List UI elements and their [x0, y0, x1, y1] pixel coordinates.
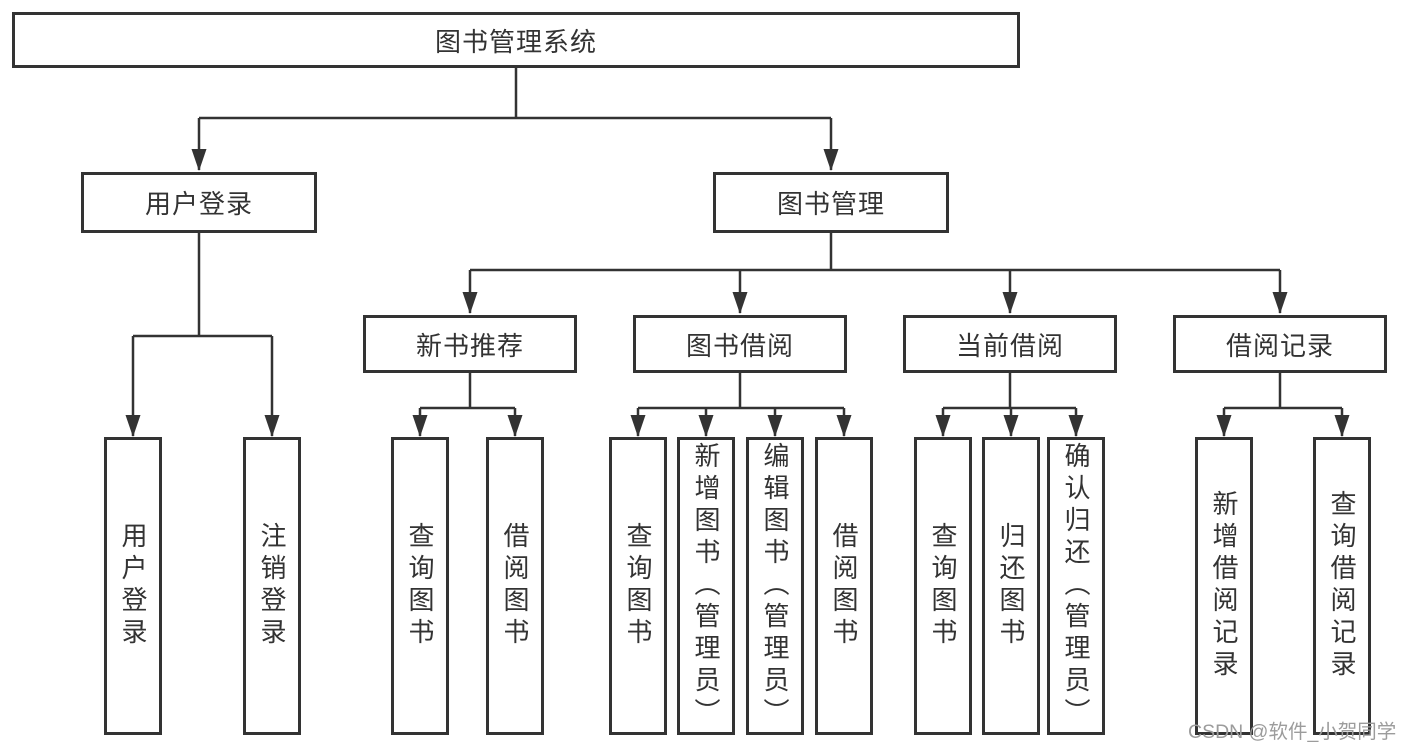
node-new-book-recommend: 新书推荐 [363, 315, 577, 373]
node-user-login: 用户登录 [81, 172, 317, 233]
leaf-query-books-current: 查询图书 [914, 437, 972, 735]
node-library-management-system: 图书管理系统 [12, 12, 1020, 68]
leaf-confirm-return-admin: 确认归还（管理员） [1047, 437, 1105, 735]
leaf-edit-books-admin: 编辑图书（管理员） [746, 437, 804, 735]
leaf-user-login: 用户登录 [104, 437, 162, 735]
leaf-add-borrow-record: 新增借阅记录 [1195, 437, 1253, 735]
leaf-add-books-admin: 新增图书（管理员） [677, 437, 735, 735]
leaf-query-books-borrow: 查询图书 [609, 437, 667, 735]
leaf-return-books: 归还图书 [982, 437, 1040, 735]
leaf-borrow-books: 借阅图书 [815, 437, 873, 735]
tree-edges [125, 68, 1350, 437]
leaf-query-borrow-record: 查询借阅记录 [1313, 437, 1371, 735]
node-current-borrowing: 当前借阅 [903, 315, 1117, 373]
node-book-management: 图书管理 [713, 172, 949, 233]
leaf-query-books-recommend: 查询图书 [391, 437, 449, 735]
arrowheads [125, 118, 1350, 437]
csdn-watermark: CSDN @软件_小贺同学 [1188, 721, 1397, 743]
leaf-logout: 注销登录 [243, 437, 301, 735]
node-book-borrowing: 图书借阅 [633, 315, 847, 373]
node-borrowing-records: 借阅记录 [1173, 315, 1387, 373]
leaf-borrow-books-recommend: 借阅图书 [486, 437, 544, 735]
